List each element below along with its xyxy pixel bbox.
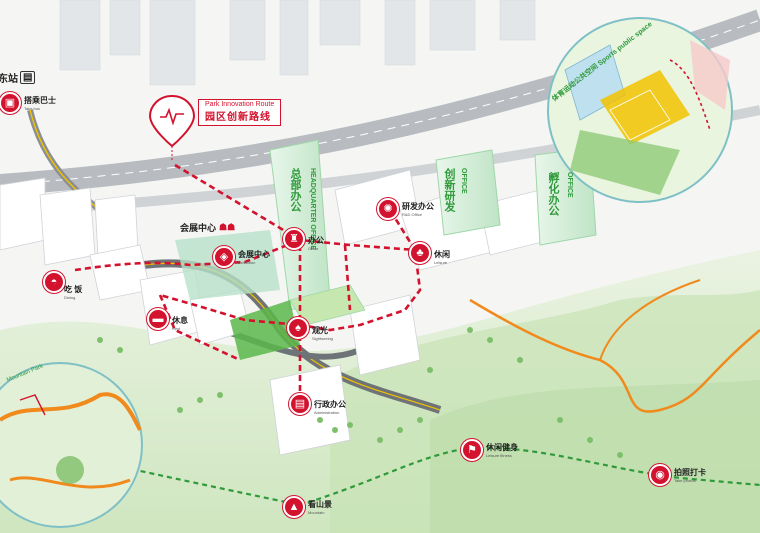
exhibition-area-text: 会展中心	[180, 223, 217, 233]
exhibition-icon: ◈	[213, 246, 235, 268]
bowl-icon: ◓	[43, 271, 65, 293]
exhibition-area-label: 会展中心 ☗☗	[180, 221, 235, 234]
poi-exhibition-en: Exhibition	[238, 260, 256, 265]
poi-fitness-cn: 休闲健身	[486, 443, 518, 452]
hq-tower-en-label: HEADQUARTER OFFICE	[303, 168, 321, 250]
route-callout-cn: 园区创新路线	[205, 112, 271, 123]
background-towers	[59, 0, 536, 86]
hq-tower-en: HEADQUARTER OFFICE	[309, 168, 316, 251]
rnd-tower-label: 创新研发	[440, 168, 458, 212]
tree-icon: ♣	[409, 242, 431, 264]
poi-photo-en: Take photos	[674, 478, 696, 483]
camera-icon: ◉	[649, 464, 671, 486]
poi-rest-en: Rest	[172, 326, 181, 331]
poi-sightseeing-en: Sightseeing	[312, 336, 333, 341]
hill-lower	[430, 380, 760, 533]
poi-exhibition-cn: 会展中心	[238, 250, 270, 259]
poi-admin-en: Administration	[314, 410, 340, 415]
station-bus-icon: ▤	[20, 71, 36, 84]
green-lawn	[230, 300, 300, 360]
orange-branch	[599, 279, 701, 361]
route-callout-box: Park Innovation Route 园区创新路线	[198, 99, 282, 126]
poi-rest-cn: 休息	[172, 316, 188, 325]
poi-rnd-cn: 研发办公	[402, 202, 434, 211]
rnd-tower-en-label: OFFICE	[454, 168, 472, 194]
poi-fitness-en: Leisure fitness	[486, 453, 512, 458]
rnd-tower-en: OFFICE	[460, 168, 467, 194]
incubation-tower-en-label: OFFICE	[560, 172, 578, 198]
poi-bus-cn: 搭乘巴士	[24, 96, 56, 105]
mountain-park-inset	[0, 362, 143, 528]
route-callout-en: Park Innovation Route	[205, 101, 275, 108]
station-label: 东站 ▤	[0, 70, 36, 85]
poi-dining-cn: 吃 饭	[64, 285, 83, 294]
hq-tower-cn: 总部办公	[289, 168, 301, 212]
rnd-tower-cn: 创新研发	[443, 168, 455, 212]
poi-bus-en: Take bus	[24, 106, 41, 111]
poi-office-cn: 办公	[308, 236, 324, 245]
poi-sightseeing-cn: 观光	[312, 326, 328, 335]
poi-dining-en: Dining	[64, 295, 76, 300]
poi-office-en: Office	[308, 246, 319, 251]
poi-photo-cn: 拍照打卡	[674, 468, 706, 477]
poi-rnd-en: R&D Office	[402, 212, 422, 217]
bed-icon: ▬	[147, 308, 169, 330]
people-icon: ☗☗	[219, 222, 236, 232]
trees	[97, 327, 623, 458]
poi-mountain-en: Mountain	[308, 510, 325, 515]
route-callout: Park Innovation Route 园区创新路线	[196, 99, 282, 126]
gear-bulb-icon: ✺	[377, 198, 399, 220]
folder-icon: ▤	[289, 393, 311, 415]
route-pin-marker	[148, 94, 196, 160]
poi-mountain-cn: 看山景	[308, 500, 332, 509]
incubation-tower-en: OFFICE	[566, 172, 573, 198]
tree-icon: ♠	[287, 317, 309, 339]
mountain-trail	[0, 438, 760, 507]
poi-leisure-en: Leisure	[434, 260, 448, 265]
orange-mountain-path	[469, 298, 760, 413]
incubation-tower-cn: 孵化办公	[547, 172, 559, 216]
incubation-tower-label: 孵化办公	[544, 172, 562, 216]
mountain-icon: ▲	[283, 496, 305, 518]
flag-icon: ⚑	[461, 439, 483, 461]
rnd-tower	[435, 149, 501, 236]
sports-space-inset	[547, 17, 733, 203]
station-text: 东站	[0, 74, 18, 85]
bus-icon: ▣	[0, 92, 21, 114]
hq-tower-label: 总部办公	[286, 168, 304, 212]
poi-leisure-cn: 休闲	[434, 250, 450, 259]
poi-admin-cn: 行政办公	[314, 400, 346, 409]
desk-icon: ♜	[283, 228, 305, 250]
